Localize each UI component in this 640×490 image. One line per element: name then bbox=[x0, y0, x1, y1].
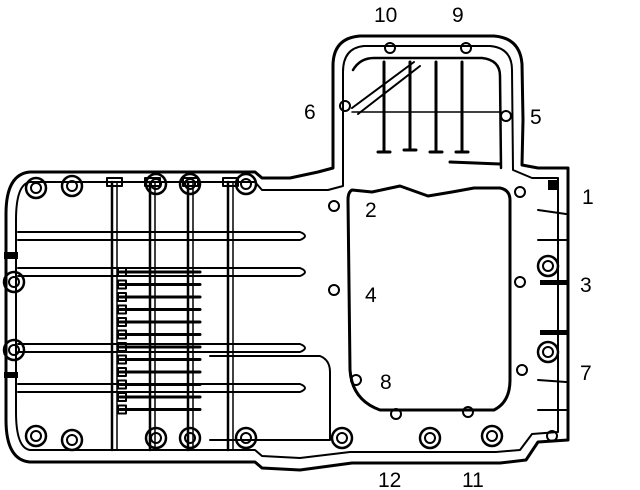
callout-6: 6 bbox=[304, 101, 316, 124]
edge-marks bbox=[4, 180, 568, 378]
bolt-hole bbox=[240, 178, 252, 190]
callout-2: 2 bbox=[365, 199, 377, 222]
bolt-hole bbox=[424, 432, 436, 444]
bolt-hole bbox=[486, 430, 498, 442]
bolt-boss bbox=[178, 426, 202, 450]
long-bolt-head bbox=[106, 177, 123, 187]
callout-12: 12 bbox=[378, 469, 401, 490]
loose-bolts-upper bbox=[376, 60, 502, 166]
bolt-boss bbox=[144, 426, 168, 450]
bolt-hole-small bbox=[514, 276, 526, 288]
bolt-hole bbox=[184, 432, 196, 444]
bolt-hole-small bbox=[390, 408, 402, 420]
bolt-hole bbox=[66, 434, 78, 446]
bolt-hole bbox=[150, 432, 162, 444]
bolt-hole bbox=[542, 260, 554, 272]
short-bolt-head bbox=[117, 379, 127, 390]
bolt-boss bbox=[60, 174, 84, 198]
callout-4: 4 bbox=[365, 284, 377, 307]
bolt-hole bbox=[150, 178, 162, 190]
bolt-hole-small bbox=[516, 364, 528, 376]
bolt-hole bbox=[240, 432, 252, 444]
bolt-boss bbox=[178, 172, 202, 196]
bolt-hole-small bbox=[546, 430, 558, 442]
long-bolt-head bbox=[222, 177, 239, 187]
bolt-boss bbox=[536, 340, 560, 364]
short-bolt-head bbox=[117, 267, 127, 277]
bolt-boss bbox=[60, 428, 84, 452]
short-bolt-head bbox=[117, 404, 127, 415]
long-bolt-head bbox=[182, 177, 199, 187]
bolt-hole-small bbox=[328, 200, 340, 212]
bolt-hole bbox=[66, 180, 78, 192]
short-bolt-head bbox=[117, 279, 127, 290]
pan-inner-outline bbox=[15, 45, 559, 459]
bolt-boss bbox=[536, 254, 560, 278]
short-bolt-head bbox=[117, 392, 127, 402]
bolt-boss bbox=[480, 424, 504, 448]
bolt-hole bbox=[8, 276, 20, 288]
bolt-hole bbox=[184, 178, 196, 190]
short-bolt-head bbox=[117, 292, 127, 302]
bolt-boss bbox=[234, 172, 258, 196]
bolt-hole-small bbox=[339, 100, 351, 112]
bolt-hole bbox=[336, 432, 348, 444]
bolt-hole bbox=[30, 430, 42, 442]
bolt-hole-small bbox=[350, 374, 362, 386]
bolt-boss bbox=[418, 426, 442, 450]
short-bolt-head bbox=[117, 354, 127, 365]
perimeter-bolt-holes bbox=[2, 42, 560, 452]
bolt-boss bbox=[144, 172, 168, 196]
bolt-boss bbox=[2, 338, 26, 362]
callout-8: 8 bbox=[380, 371, 392, 394]
bolt-hole-small bbox=[462, 406, 474, 418]
bolt-boss bbox=[330, 426, 354, 450]
sump-well-outline bbox=[346, 184, 512, 412]
bolt-hole-small bbox=[460, 42, 472, 54]
callout-5: 5 bbox=[530, 106, 542, 129]
bolt-boss bbox=[234, 426, 258, 450]
short-bolt-head bbox=[117, 342, 127, 352]
short-bolt-head bbox=[117, 367, 127, 377]
callout-11: 11 bbox=[462, 469, 484, 490]
bolt-hole bbox=[30, 182, 42, 194]
callout-labels: 10 9 6 5 1 2 3 4 7 8 12 11 bbox=[304, 4, 594, 490]
short-bolt-head bbox=[117, 329, 127, 340]
callout-10: 10 bbox=[374, 4, 397, 27]
bolt-hole bbox=[542, 346, 554, 358]
bolt-boss bbox=[2, 270, 26, 294]
bolt-hole bbox=[8, 344, 20, 356]
callout-1: 1 bbox=[582, 186, 594, 209]
bolt-boss bbox=[24, 424, 48, 448]
callout-3: 3 bbox=[580, 274, 592, 297]
right-flange-ribs bbox=[537, 209, 567, 411]
callout-7: 7 bbox=[580, 362, 592, 385]
short-bolt-head bbox=[117, 317, 127, 327]
bolt-hole-small bbox=[384, 42, 396, 54]
pan-horizontal-ribs bbox=[17, 231, 331, 441]
bolt-shaft bbox=[448, 160, 502, 166]
pan-outer-outline bbox=[4, 34, 570, 472]
bolt-hole-small bbox=[500, 110, 512, 122]
bolt-hole-small bbox=[328, 284, 340, 296]
loose-bolts-left bbox=[106, 177, 239, 452]
callout-9: 9 bbox=[452, 4, 464, 27]
bolt-hole-small bbox=[514, 186, 526, 198]
sump-upper-wall bbox=[351, 56, 503, 170]
short-bolt-head bbox=[117, 304, 127, 315]
bolt-boss bbox=[24, 176, 48, 200]
